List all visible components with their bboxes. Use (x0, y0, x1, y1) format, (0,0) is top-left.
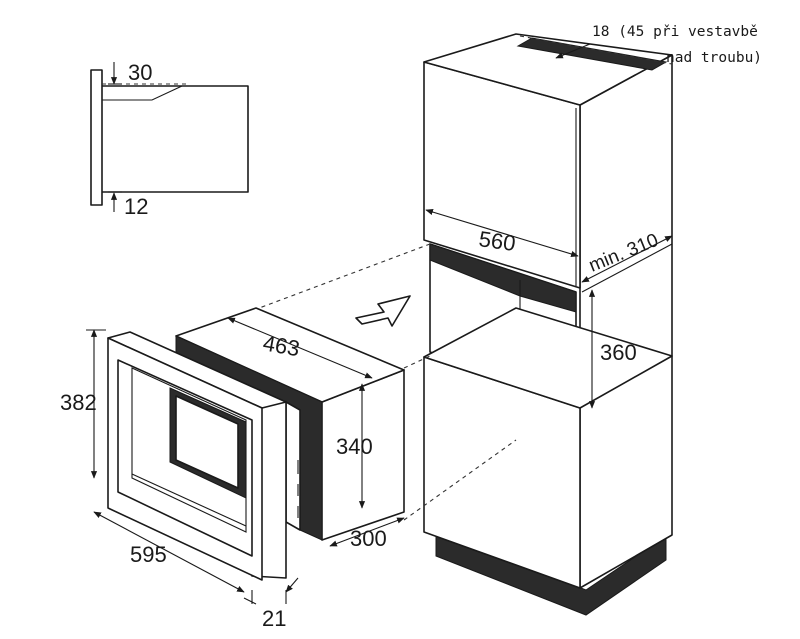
dim-360-label: 360 (600, 340, 637, 365)
frame-dimensions: 382 595 21 (60, 329, 299, 631)
niche-shadow (429, 243, 577, 313)
cabinet-side-face (579, 54, 673, 589)
vent-note: 18 (45 při vestavbě nad troubu) (519, 24, 762, 66)
dim-300-arrow (329, 517, 405, 547)
dim-300-label: 300 (350, 526, 387, 551)
vent-note-line1: 18 (45 při vestavbě (592, 24, 758, 40)
side-detail-flap (102, 85, 183, 101)
dim-560-label: 560 (477, 226, 517, 256)
dim-382-label: 382 (60, 390, 97, 415)
vent-arrow (555, 43, 591, 59)
insertion-guides (253, 243, 517, 521)
niche-floor (423, 307, 673, 409)
dim-463-arrow (227, 317, 373, 379)
dim-12-label: 12 (124, 194, 148, 219)
dim-340-label: 340 (336, 434, 373, 459)
dim-595-label: 595 (130, 542, 167, 567)
vent-note-line2: nad troubu) (666, 50, 762, 66)
side-detail-body (102, 85, 249, 193)
cabinet-plinth (435, 531, 667, 616)
dim-21-label: 21 (262, 606, 286, 631)
dim-560-arrow (425, 209, 579, 257)
tall-cabinet (423, 33, 673, 616)
insert-direction-arrow (355, 295, 411, 327)
side-detail-frame (90, 69, 103, 206)
dim-310-arrow (581, 235, 673, 283)
dim-30-label: 30 (128, 60, 152, 85)
vent-slot (516, 37, 668, 71)
side-detail-view: 30 12 (90, 60, 249, 219)
dim-21-arrow (285, 577, 299, 593)
dim-595-arrow (93, 511, 245, 593)
